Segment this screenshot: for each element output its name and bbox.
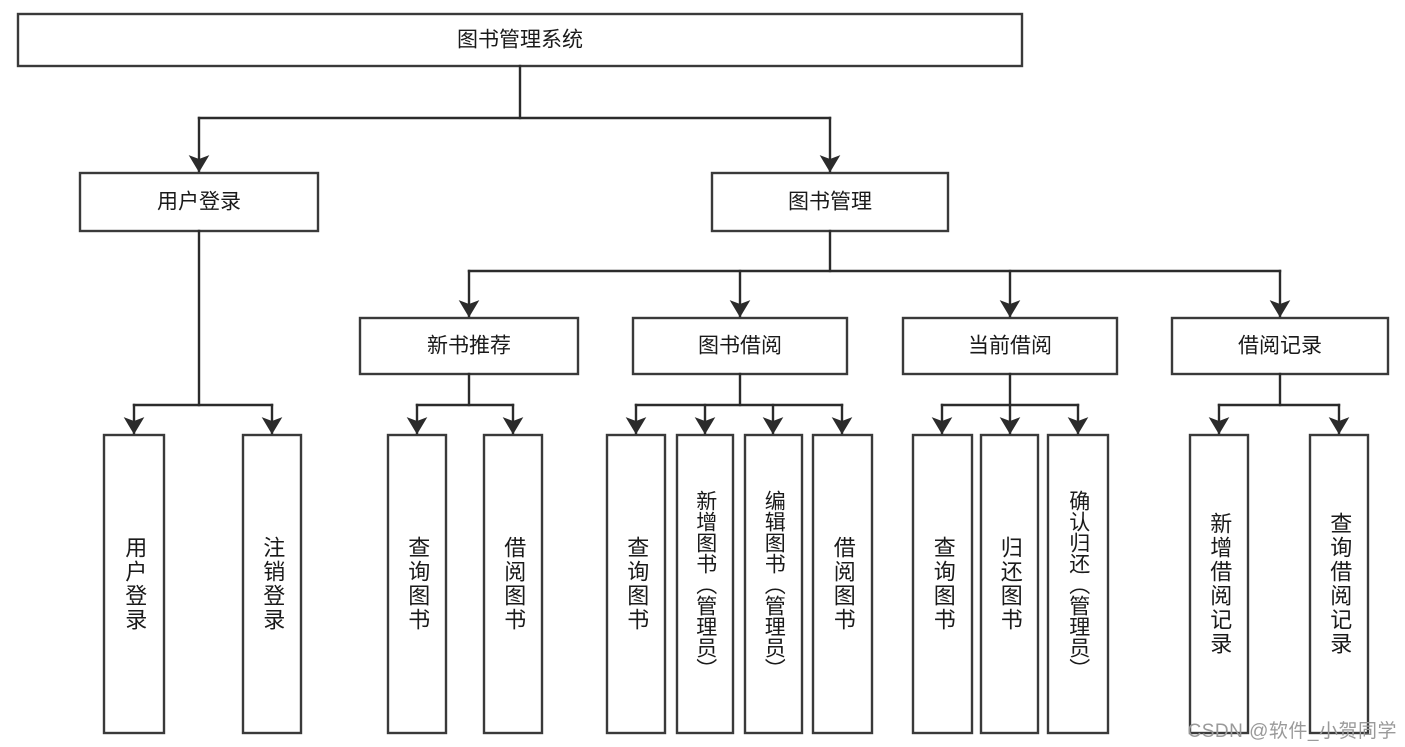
node-user-login[interactable] xyxy=(78,171,320,233)
node-leaf-query-book-1[interactable] xyxy=(386,433,448,735)
node-leaf-query-book-2[interactable] xyxy=(605,433,667,735)
label-book-management: 图书管理 xyxy=(788,191,872,214)
label-borrow-record: 借阅记录 xyxy=(1238,335,1322,358)
node-leaf-add-record[interactable] xyxy=(1188,433,1250,735)
label-user-login: 用户登录 xyxy=(157,191,241,214)
node-leaf-user-login[interactable] xyxy=(102,433,166,735)
watermark-text: CSDN @软件_小贺同学 xyxy=(1187,721,1397,742)
node-leaf-query-book-3[interactable] xyxy=(911,433,974,735)
node-leaf-edit-book[interactable] xyxy=(743,433,804,735)
node-current-borrow[interactable] xyxy=(901,316,1119,376)
node-leaf-return-book[interactable] xyxy=(979,433,1040,735)
node-root-book-system[interactable] xyxy=(16,12,1024,68)
label-current-borrow: 当前借阅 xyxy=(968,335,1052,358)
node-leaf-query-record[interactable] xyxy=(1308,433,1370,735)
node-leaf-user-logout[interactable] xyxy=(241,433,303,735)
node-leaf-borrow-book-1[interactable] xyxy=(482,433,544,735)
node-new-book-recommend[interactable] xyxy=(358,316,580,376)
label-book-borrow: 图书借阅 xyxy=(698,335,782,358)
node-leaf-borrow-book-2[interactable] xyxy=(811,433,874,735)
node-leaf-confirm-return[interactable] xyxy=(1046,433,1110,735)
label-new-book-recommend: 新书推荐 xyxy=(427,335,511,358)
label-root-book-system: 图书管理系统 xyxy=(457,29,583,52)
node-leaf-add-book[interactable] xyxy=(675,433,735,735)
